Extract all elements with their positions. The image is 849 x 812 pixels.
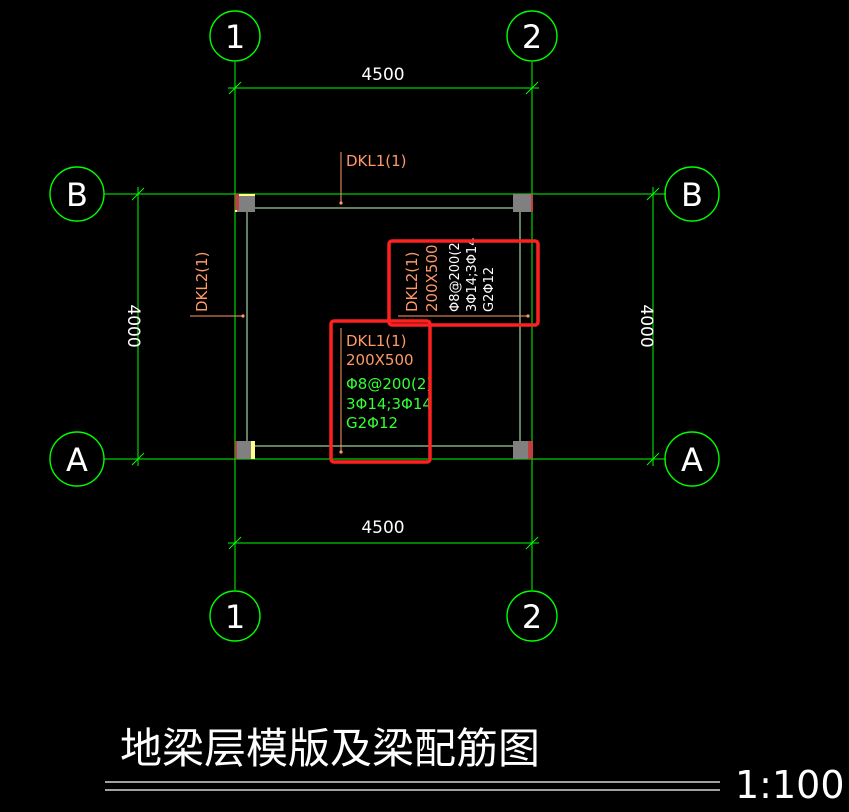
column-b2 — [513, 194, 531, 212]
axis-bubble-2-top — [506, 10, 558, 62]
dim-tick — [228, 81, 242, 95]
label-top-beam: DKL1(1) — [346, 152, 407, 170]
column-a1 — [237, 441, 255, 459]
dkl2-side: G2Φ12 — [482, 267, 497, 312]
axis-bubble-b-left — [49, 166, 105, 222]
leader-dot-left — [241, 314, 245, 318]
column-a2 — [513, 441, 532, 459]
axis-label-2-bottom: 2 — [522, 598, 542, 636]
leader-dot-dkl1 — [339, 450, 343, 454]
dim-tick — [131, 452, 145, 466]
axis-label-2-top: 2 — [522, 18, 542, 56]
axis-label-a-right: A — [681, 441, 703, 479]
dim-text-top: 4500 — [361, 65, 404, 85]
drawing-title: 地梁层模版及梁配筋图 — [120, 724, 540, 773]
axis-bubble-1-bottom — [209, 590, 261, 642]
dim-text-left: 4000 — [123, 304, 143, 347]
axis-label-b-right: B — [681, 176, 703, 214]
leader-dot-dkl2 — [526, 314, 530, 318]
dkl1-main: 3Φ14;3Φ14 — [346, 395, 432, 413]
dim-tick — [525, 536, 539, 550]
dim-tick — [228, 536, 242, 550]
highlight-box-dkl2 — [387, 239, 540, 327]
axis-bubble-2-bottom — [506, 590, 558, 642]
axis-bubble-b-right — [664, 166, 720, 222]
dim-tick — [646, 452, 660, 466]
label-left-beam: DKL2(1) — [193, 251, 211, 312]
dim-tick — [131, 187, 145, 201]
highlight-box-dkl1 — [329, 319, 432, 464]
dim-tick — [646, 187, 660, 201]
axis-label-b-left: B — [66, 176, 88, 214]
dkl1-side: G2Φ12 — [346, 414, 398, 432]
axis-bubble-a-left — [49, 431, 105, 487]
axis-label-1-bottom: 1 — [225, 598, 245, 636]
dkl1-size: 200X500 — [346, 351, 414, 369]
dkl1-name: DKL1(1) — [346, 332, 407, 350]
column-a1-edge — [251, 441, 255, 459]
axis-label-a-left: A — [66, 441, 88, 479]
column-a2-core — [528, 441, 533, 459]
dkl2-stirrup: Φ8@200(2 — [448, 242, 463, 312]
dim-text-right: 4000 — [636, 304, 656, 347]
axis-bubble-1-top — [209, 10, 261, 62]
dim-tick — [525, 81, 539, 95]
axis-label-1-top: 1 — [225, 18, 245, 56]
dim-text-bottom: 4500 — [361, 518, 404, 538]
dkl2-size: 200X500 — [423, 244, 441, 312]
dkl2-name: DKL2(1) — [403, 251, 421, 312]
column-b1 — [237, 196, 255, 212]
axis-bubble-a-right — [664, 431, 720, 487]
column-b1-core — [235, 194, 239, 210]
drawing-scale: 1:100 — [735, 763, 845, 807]
leader-dot-top — [339, 201, 343, 205]
dkl2-main: 3Φ14;3Φ14 — [465, 238, 480, 312]
dkl1-stirrup: Φ8@200(2) — [346, 375, 432, 393]
